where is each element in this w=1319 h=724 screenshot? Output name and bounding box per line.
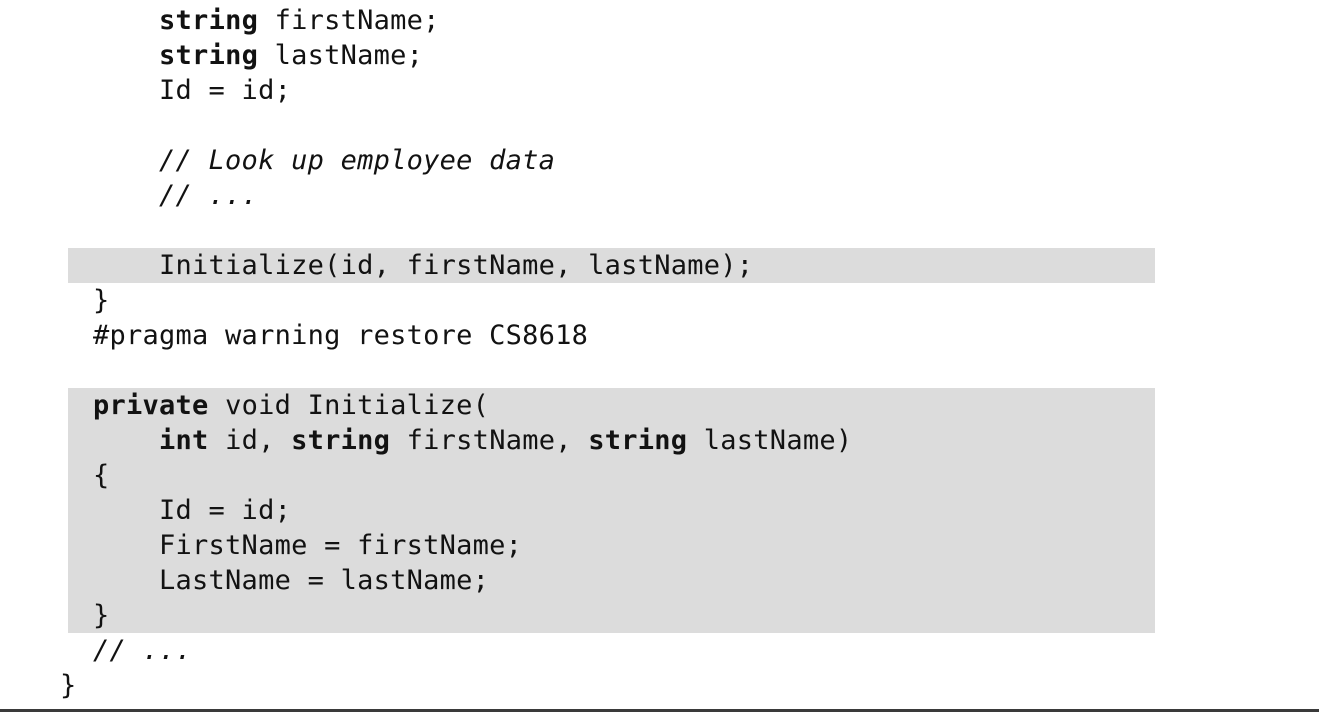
code-segment-keyword: string — [588, 425, 688, 456]
code-segment-plain: void Initialize( — [208, 390, 490, 421]
code-segment-plain: id, — [208, 425, 292, 456]
code-segment-keyword: string — [159, 5, 259, 36]
code-segment-plain — [60, 5, 159, 36]
code-segment-plain: } — [60, 670, 77, 701]
bottom-rule — [0, 709, 1319, 712]
code-line: } — [60, 283, 1319, 318]
code-segment-plain: Id = id; — [60, 495, 292, 526]
code-line: // Look up employee data — [60, 143, 1319, 178]
code-segment-comment: // ... — [60, 635, 193, 666]
code-line-highlighted: Initialize(id, firstName, lastName); — [60, 248, 1319, 283]
code-segment-plain — [60, 425, 159, 456]
code-segment-plain: lastName) — [687, 425, 853, 456]
code-line-highlighted: private void Initialize( — [60, 388, 1319, 423]
code-listing: string firstName; string lastName; Id = … — [60, 3, 1319, 703]
code-segment-plain: FirstName = firstName; — [60, 530, 523, 561]
code-segment-keyword: int — [159, 425, 209, 456]
code-segment-plain: #pragma warning restore CS8618 — [60, 320, 589, 351]
code-segment-plain: Id = id; — [60, 75, 292, 106]
code-segment-plain: lastName; — [258, 40, 424, 71]
code-line: } — [60, 668, 1319, 703]
code-line: #pragma warning restore CS8618 — [60, 318, 1319, 353]
code-line — [60, 108, 1319, 143]
code-line-highlighted: int id, string firstName, string lastNam… — [60, 423, 1319, 458]
code-line-highlighted: { — [60, 458, 1319, 493]
code-line — [60, 353, 1319, 388]
code-segment-comment: // Look up employee data — [60, 145, 556, 176]
code-line: string firstName; — [60, 3, 1319, 38]
code-line: string lastName; — [60, 38, 1319, 73]
code-line-highlighted: LastName = lastName; — [60, 563, 1319, 598]
code-segment-plain — [60, 40, 159, 71]
code-segment-keyword: string — [291, 425, 391, 456]
code-segment-plain: Initialize(id, firstName, lastName); — [60, 250, 754, 281]
code-segment-plain: } — [60, 285, 110, 316]
code-segment-plain: } — [60, 600, 110, 631]
code-line — [60, 213, 1319, 248]
code-line-highlighted: FirstName = firstName; — [60, 528, 1319, 563]
code-line: Id = id; — [60, 73, 1319, 108]
code-segment-plain: firstName; — [258, 5, 440, 36]
code-line: // ... — [60, 178, 1319, 213]
code-segment-plain — [60, 390, 93, 421]
code-segment-keyword: private — [93, 390, 209, 421]
code-line: // ... — [60, 633, 1319, 668]
code-line-highlighted: } — [60, 598, 1319, 633]
code-segment-plain: { — [60, 460, 110, 491]
code-segment-plain: LastName = lastName; — [60, 565, 490, 596]
code-segment-comment: // ... — [60, 180, 259, 211]
code-segment-keyword: string — [159, 40, 259, 71]
code-segment-plain: firstName, — [390, 425, 589, 456]
code-line-highlighted: Id = id; — [60, 493, 1319, 528]
